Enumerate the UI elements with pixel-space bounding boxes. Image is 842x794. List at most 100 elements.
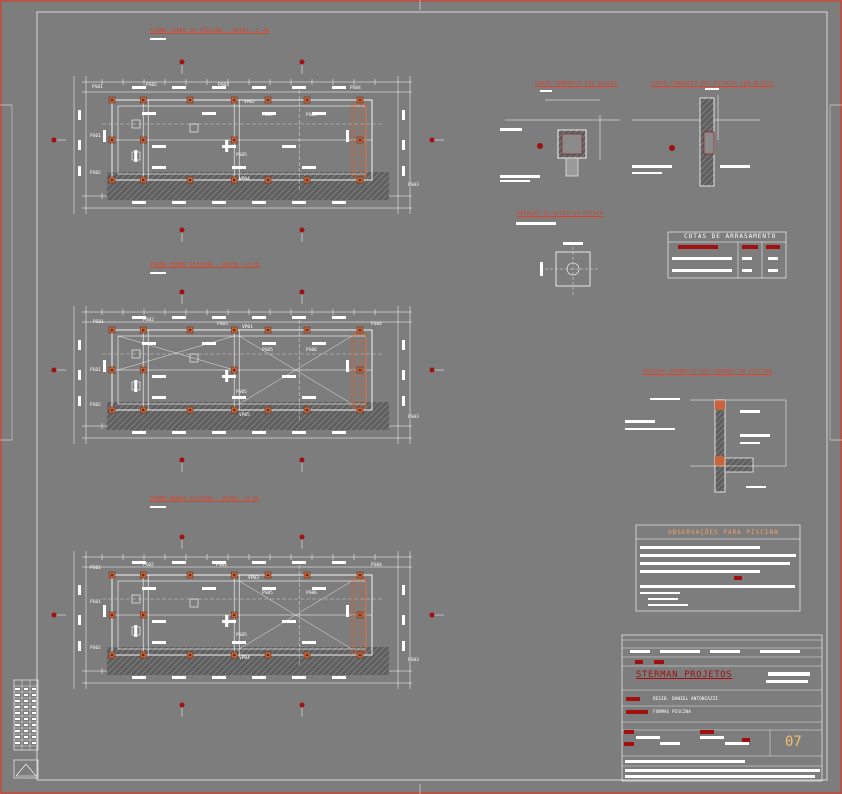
pile-center [188, 408, 192, 412]
dim-text [332, 676, 346, 679]
beam-tag [302, 641, 316, 644]
pile-center [358, 573, 362, 577]
beam-tag [152, 375, 166, 378]
detail-4-title: DETALHE GENÉRICO DAS PAREDES DA PISCINA [643, 369, 773, 375]
pile-center [266, 178, 270, 182]
text-placeholder-bar [625, 760, 745, 763]
text-placeholder-bar [700, 736, 724, 739]
beam-tag [282, 145, 296, 148]
text-placeholder-bar [500, 128, 522, 131]
dim-text [292, 86, 306, 89]
beam-tag [282, 375, 296, 378]
title-scale-bar [150, 506, 166, 508]
pile-label: PS05 [262, 348, 273, 353]
soil-hatch [107, 172, 389, 200]
axis-marker [179, 702, 185, 708]
pile-center [188, 328, 192, 332]
pile-label: PS02 [90, 171, 101, 176]
observacoes-box [635, 524, 801, 612]
text-placeholder-bar [625, 420, 655, 423]
soil-hatch [107, 402, 389, 430]
pile-center [358, 178, 362, 182]
text-placeholder-bar [640, 562, 790, 565]
text-placeholder-bar [15, 730, 20, 732]
pile-center [266, 98, 270, 102]
text-placeholder-bar [24, 718, 28, 720]
text-placeholder-bar [720, 165, 750, 168]
pile-center [188, 98, 192, 102]
dim-text [292, 561, 306, 564]
pile-center [232, 408, 236, 412]
detail-3-title: DETALHE DO BLOCO DE ESTACA [517, 211, 604, 217]
note-text [632, 172, 662, 174]
beam-tag [232, 396, 246, 399]
dim-text [332, 201, 346, 204]
text-placeholder-bar [15, 736, 20, 738]
dim-text [332, 431, 346, 434]
note-text [500, 180, 530, 182]
sump-box [131, 381, 141, 391]
title-flag [635, 660, 643, 664]
text-placeholder-bar [32, 736, 36, 738]
beam-label: VP04 [239, 656, 250, 661]
table-header-cell [678, 245, 718, 249]
dim-text [78, 396, 81, 406]
north-arrow [15, 763, 27, 777]
pile-label: PS02 [90, 646, 101, 651]
info-tag [700, 730, 714, 734]
cotas-table [667, 231, 787, 279]
pile-center [358, 613, 362, 617]
pile-label: PS03 [408, 183, 419, 188]
client-tag [626, 697, 640, 701]
drawing-subject: FORMAS PISCINA [653, 710, 691, 715]
pile-center [110, 368, 114, 372]
dim-text [402, 370, 405, 380]
beam-tag [152, 641, 166, 644]
dim-text [172, 676, 186, 679]
north-arrow [25, 763, 37, 777]
dim-text [540, 262, 543, 276]
dim-text [78, 140, 81, 150]
text-placeholder-bar [15, 688, 20, 690]
pile-label: PS05 [262, 113, 273, 118]
beam-tag [232, 641, 246, 644]
soil-hatch [107, 647, 389, 675]
axis-marker [51, 612, 57, 618]
text-placeholder-bar [32, 724, 36, 726]
text-placeholder-bar [640, 585, 795, 588]
axis-marker [51, 137, 57, 143]
sump-box [131, 119, 141, 129]
axis-marker [51, 367, 57, 373]
subject-tag [626, 710, 648, 714]
text-placeholder-bar [648, 604, 688, 606]
inner-border [36, 11, 828, 781]
pile-center [141, 368, 145, 372]
dim-text [402, 585, 405, 595]
pile-center [266, 328, 270, 332]
pile-label: PS04 [350, 86, 361, 91]
pile-center [266, 573, 270, 577]
beam-label: VP04 [239, 177, 250, 182]
beam-tag [142, 112, 156, 115]
dim-text [402, 140, 405, 150]
plan-3-title: FORMA BORDA PISCINA - NÍVEL -0.50 [150, 496, 260, 502]
company-name: STERMAN PROJETOS [636, 670, 733, 680]
block-core [561, 133, 583, 155]
dim-text [212, 86, 226, 89]
pile-center [110, 98, 114, 102]
text-placeholder-bar [24, 730, 28, 732]
pile-center [141, 613, 145, 617]
beam-label: VP02 [244, 100, 255, 105]
north-box [13, 759, 39, 779]
text-placeholder-bar [636, 736, 660, 739]
text-placeholder-bar [640, 554, 796, 557]
pile-center [110, 573, 114, 577]
sump-box [131, 594, 141, 604]
text-placeholder-bar [24, 736, 28, 738]
pile-center [141, 138, 145, 142]
dim-text [212, 316, 226, 319]
dim-text [252, 316, 266, 319]
axis-marker [299, 702, 305, 708]
sump-box [189, 598, 199, 608]
text-placeholder-bar [746, 486, 766, 488]
